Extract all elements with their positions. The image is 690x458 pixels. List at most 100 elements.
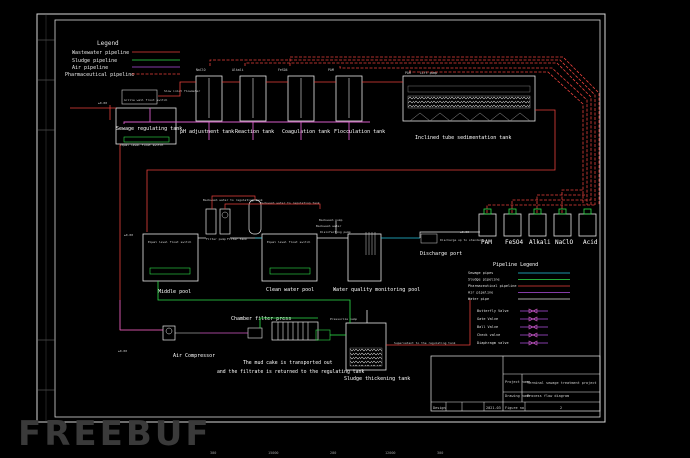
water-lines-mid <box>198 195 480 239</box>
pipe-legend-title: Pipeline Legend <box>493 262 538 268</box>
drawing-value: Process flow diagram <box>527 394 569 398</box>
chemical-naclo: NaClO <box>555 239 573 246</box>
chemical-acid: Acid <box>583 239 598 246</box>
svg-text:Disinfecting pump: Disinfecting pump <box>320 230 351 234</box>
coagulation-tank: Coagulation tank <box>282 75 330 135</box>
chemical-tanks: PAM FeSO4 Alkali NaClO Acid <box>478 208 598 246</box>
monitoring-pool-label: Water quality monitoring pool <box>333 287 420 293</box>
pipe-legend-label: Sewage pipes <box>468 271 493 275</box>
svg-text:Filter pump: Filter pump <box>206 237 226 241</box>
svg-text:±0.00: ±0.00 <box>98 101 107 105</box>
svg-text:200: 200 <box>330 451 336 455</box>
svg-text:300: 300 <box>210 451 216 455</box>
mud-cake-note: The mud cake is transported out and the … <box>217 360 364 375</box>
legend-item-wastewater: Wastewater pipeline <box>72 50 129 56</box>
svg-text:PAM: PAM <box>405 71 411 75</box>
svg-text:Backwash pump: Backwash pump <box>319 218 343 222</box>
valve-legend-label: Diaphragm valve <box>477 341 509 345</box>
watermark: FREEBUF <box>18 414 212 454</box>
discharge-port: Discharge up to standard Discharge port <box>420 233 484 257</box>
svg-text:Equal level float switch: Equal level float switch <box>120 143 164 147</box>
coagulation-tank-label: Coagulation tank <box>282 129 330 135</box>
svg-text:Discharge up to standard: Discharge up to standard <box>440 238 484 242</box>
note-line-1: The mud cake is transported out <box>243 360 333 366</box>
svg-text:Backwash water to regulating t: Backwash water to regulating tank <box>203 198 263 202</box>
figure-label: Figure no. <box>505 406 526 410</box>
sludge-thickening-tank: Pressurize pump Supernatant to the regul… <box>330 317 456 382</box>
svg-text:Pressurize pump: Pressurize pump <box>330 317 357 321</box>
air-compressor-label: Air Compressor <box>173 353 215 359</box>
air-pipeline-top <box>123 108 370 140</box>
svg-text:12000: 12000 <box>385 451 396 455</box>
valve-legend-label: Butterfly Valve <box>477 309 509 313</box>
water-quality-monitoring-pool: Water quality monitoring pool <box>333 232 420 293</box>
ph-tank-label: pH adjustment tank <box>180 129 234 135</box>
project-label: Project name <box>505 380 530 384</box>
svg-text:300: 300 <box>437 451 443 455</box>
svg-text:Equal level float switch: Equal level float switch <box>267 240 311 244</box>
clean-water-pool: Equal level float switch Clean water poo… <box>261 233 318 293</box>
pharmaceutical-lines <box>209 56 600 213</box>
legend-item-pharma: Pharmaceutical pipeline <box>65 72 134 78</box>
svg-text:NaClO: NaClO <box>196 68 206 72</box>
reaction-tank-label: Reaction tank <box>235 129 274 135</box>
title-block: Project name Terminal sewage treatment p… <box>430 355 601 412</box>
drawing-frame <box>36 13 606 423</box>
sewage-tank-label: Sewage regulating tank <box>116 126 182 132</box>
valve-symbol-icon <box>528 340 538 346</box>
svg-text:Lift pump: Lift pump <box>420 71 437 75</box>
legend-top: Legend Wastewater pipeline Sludge pipeli… <box>65 40 180 78</box>
ph-adjustment-tank: pH adjustment tank <box>180 75 234 135</box>
svg-text:Slow inlet flowmeter: Slow inlet flowmeter <box>164 89 200 93</box>
pipe-legend-label: Water pipe <box>468 297 489 301</box>
svg-text:Grille well front switch: Grille well front switch <box>124 98 168 102</box>
svg-text:PAM: PAM <box>328 68 334 72</box>
valve-legend-label: Check valve <box>477 333 500 337</box>
inclined-tube-sedimentation-tank: Inclined tube sedimentation tank <box>402 75 536 141</box>
valve-legend-label: Gate Valve <box>477 317 498 321</box>
design-label: Design <box>433 406 446 410</box>
discharge-port-label: Discharge port <box>420 251 462 257</box>
valve-legend-label: Ball Valve <box>477 325 498 329</box>
svg-text:±0.00: ±0.00 <box>124 233 133 237</box>
svg-text:Backwash water: Backwash water <box>316 224 341 228</box>
flocculation-tank-label: Flocculation tank <box>334 129 385 135</box>
middle-pool-label: Middle pool <box>158 289 191 295</box>
flocculation-tank: Flocculation tank <box>334 75 385 135</box>
note-line-2: and the filtrate is returned to the regu… <box>217 369 364 375</box>
valve-symbol-icon <box>528 324 538 330</box>
svg-text:Alkali: Alkali <box>232 68 244 72</box>
legend-item-sludge: Sludge pipeline <box>72 58 117 64</box>
legend-title: Legend <box>97 40 119 47</box>
reaction-tank: Reaction tank <box>235 75 274 135</box>
chamber-filter-press: Chamber filter press <box>231 316 331 341</box>
valve-symbol-icon <box>528 316 538 322</box>
svg-text:Backwash water to regulating t: Backwash water to regulating tank <box>260 201 320 205</box>
sludge-tank-label: Sludge thickening tank <box>344 376 410 382</box>
pipe-legend-label: Air pipeline <box>468 291 493 295</box>
svg-text:Supernatant to the regulating: Supernatant to the regulating tank <box>394 341 456 345</box>
middle-pool: Equal level float switch Middle pool <box>142 233 199 295</box>
design-date: 2021.03 <box>486 406 501 410</box>
project-value: Terminal sewage treatment project <box>527 381 597 385</box>
inclined-tank-label: Inclined tube sedimentation tank <box>415 135 511 141</box>
sheet-number: 2 <box>560 406 562 410</box>
svg-text:15000: 15000 <box>268 451 279 455</box>
pipe-legend-label: Sludge pipeline <box>468 278 500 282</box>
chemical-feso4: FeSO4 <box>505 239 523 246</box>
svg-text:FeSO4: FeSO4 <box>278 68 288 72</box>
sewage-regulating-tank: Sewage regulating tank Grille well front… <box>115 89 200 147</box>
valve-symbol-icon <box>528 332 538 338</box>
legend-item-air: Air pipeline <box>72 65 108 71</box>
bottom-pipes <box>119 281 471 346</box>
air-compressor: Air Compressor <box>162 325 215 359</box>
border-ticks: 300 15000 200 12000 300 <box>210 451 443 455</box>
chemical-alkali: Alkali <box>529 239 551 246</box>
svg-text:Equal level float switch: Equal level float switch <box>148 240 192 244</box>
chemical-pam: PAM <box>481 239 492 246</box>
valve-symbol-icon <box>528 308 538 314</box>
drawing-label: Drawing name <box>505 394 530 398</box>
